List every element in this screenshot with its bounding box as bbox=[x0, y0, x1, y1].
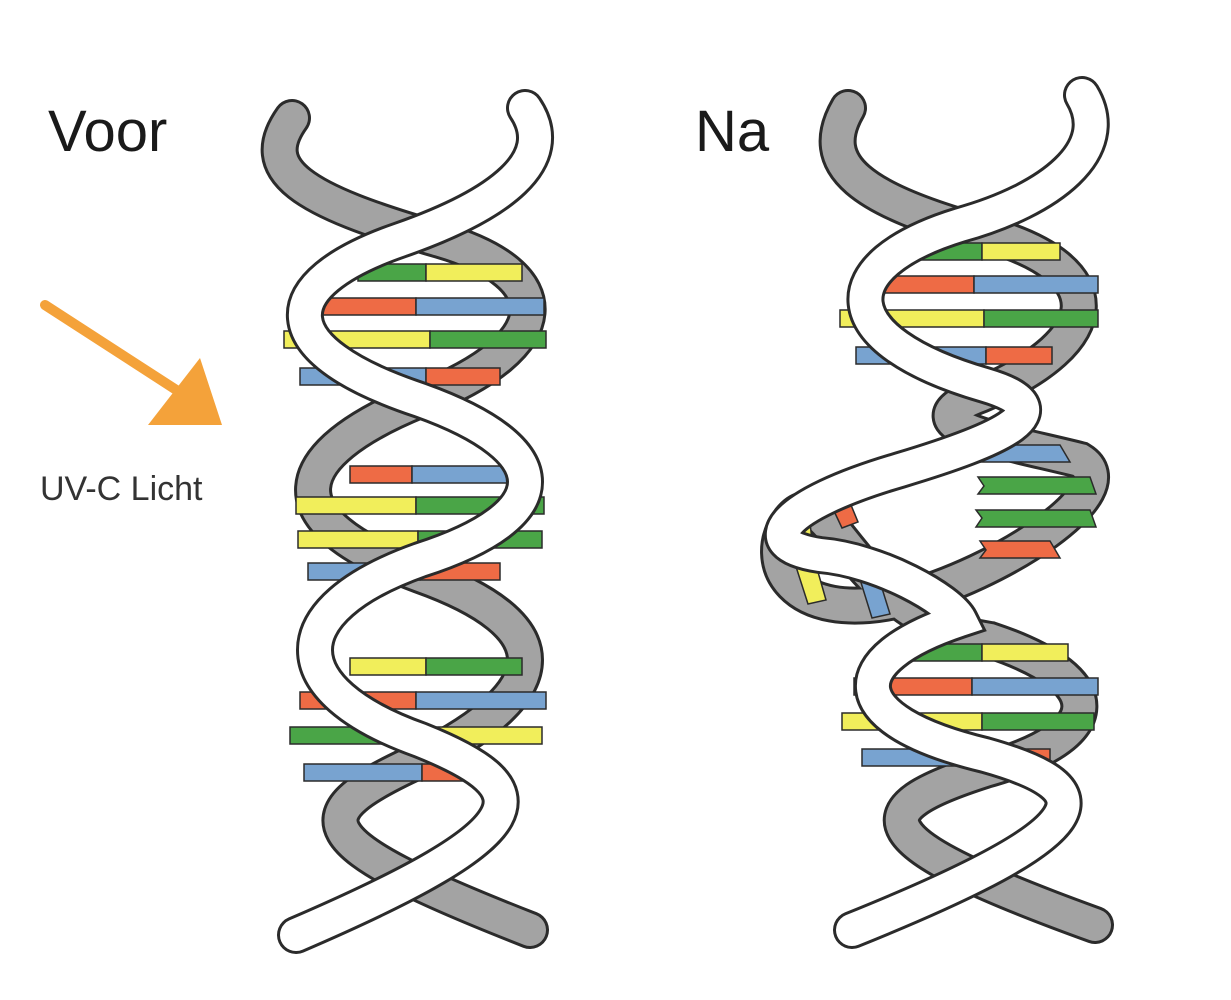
title-before: Voor bbox=[48, 99, 168, 164]
uv-light-label: UV-C Licht bbox=[40, 470, 203, 508]
dna-helix-after bbox=[760, 76, 1114, 949]
dna-helix-before bbox=[260, 89, 554, 954]
uv-light-arrow-icon bbox=[40, 300, 222, 425]
title-after: Na bbox=[695, 99, 770, 164]
